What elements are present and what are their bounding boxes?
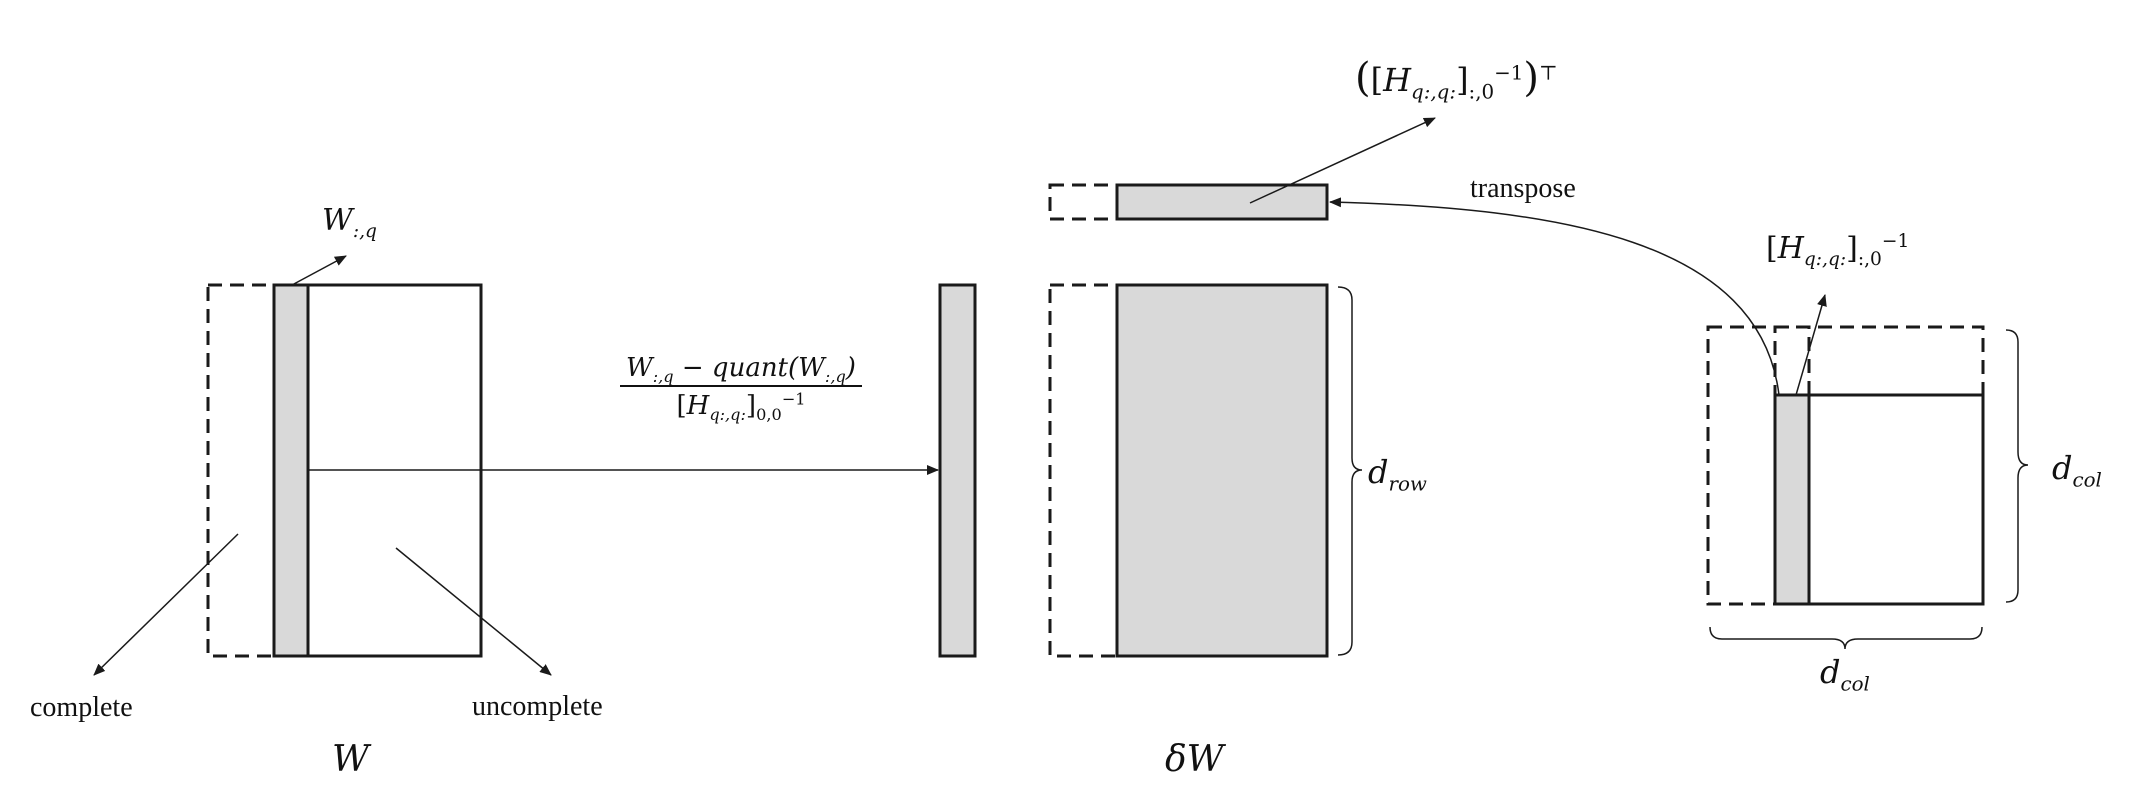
d-row-label: drow — [1368, 453, 1427, 494]
num-w-sub: :,q — [652, 367, 674, 387]
d-col-right-base: d — [2052, 449, 2073, 487]
hinvT-outer-close: ) — [1523, 55, 1539, 101]
hinv-h: H — [1777, 231, 1804, 266]
w-complete-region — [206, 283, 276, 658]
hinvT-h: H — [1383, 61, 1411, 99]
num-inner-sub: :,q — [824, 367, 846, 387]
w-col-sub: :,q — [352, 221, 377, 242]
hinvT-close: ] — [1456, 61, 1469, 99]
row-vector-dashed — [1048, 183, 1119, 221]
h-inverse-transposed-label: ([Hq:,q:]:,0−1)⊤ — [1355, 55, 1558, 102]
w-matrix — [206, 283, 483, 658]
hinvT-sub: :,0 — [1468, 80, 1495, 104]
h-col-pointer-arrow — [1795, 294, 1827, 396]
delta-w-dashed-region — [1048, 283, 1119, 658]
h-submatrix — [1807, 393, 1985, 606]
den-open: [ — [676, 391, 687, 421]
den-sup: −1 — [781, 389, 806, 409]
row-vector-pointer-arrow — [1249, 117, 1436, 204]
w-matrix-label: W — [332, 739, 370, 780]
den-sub: 0,0 — [756, 405, 782, 425]
hinv-sup: −1 — [1881, 231, 1910, 252]
d-col-right-brace — [2005, 329, 2029, 603]
d-col-right-sub: col — [2072, 468, 2102, 492]
num-inner-w: W — [798, 353, 825, 383]
w-col-pointer-arrow — [291, 255, 347, 286]
h-current-column — [1773, 393, 1811, 606]
hinvT-open: [ — [1370, 61, 1384, 99]
hinvT-outer-open: ( — [1355, 55, 1371, 101]
d-row-base: d — [1368, 453, 1389, 491]
d-col-bottom-base: d — [1820, 653, 1841, 691]
transpose-curve-arrow — [1329, 197, 1780, 396]
delta-w-filled-region — [1115, 283, 1329, 658]
w-current-column — [272, 283, 310, 658]
row-vector-filled — [1115, 183, 1329, 221]
w-col-base: W — [322, 203, 353, 238]
uncomplete-pointer-arrow — [395, 547, 552, 676]
num-w: W — [626, 353, 653, 383]
hinv-open: [ — [1766, 231, 1778, 266]
error-column — [938, 283, 977, 658]
h-inverse-column-label: [Hq:,q:]:,0−1 — [1766, 231, 1910, 269]
den-h: H — [686, 391, 710, 421]
hinvT-T: ⊤ — [1539, 61, 1558, 85]
h-inverse-matrix — [1706, 325, 1985, 606]
d-col-bottom-brace — [1709, 626, 1983, 650]
w-column-label: W:,q — [322, 203, 377, 241]
hinvT-h-sub: q:,q: — [1411, 80, 1457, 104]
d-row-sub: row — [1388, 472, 1427, 496]
delta-w-label: δW — [1165, 739, 1224, 780]
update-denominator: [Hq:,q:]0,0−1 — [620, 387, 862, 423]
hinv-h-sub: q:,q: — [1803, 249, 1847, 270]
d-row-brace — [1337, 286, 1363, 656]
update-formula: W:,q − quant(W:,q) [Hq:,q:]0,0−1 — [620, 355, 862, 423]
complete-label: complete — [30, 692, 133, 723]
hinvT-sup: −1 — [1494, 61, 1524, 85]
update-numerator: W:,q − quant(W:,q) — [620, 355, 862, 387]
d-col-bottom-label: dcol — [1820, 653, 1870, 694]
num-close: ) — [845, 353, 856, 383]
num-op: − quant( — [673, 353, 799, 383]
delta-w-matrix — [1048, 283, 1329, 658]
d-col-bottom-sub: col — [1840, 672, 1870, 696]
den-h-sub: q:,q: — [709, 405, 746, 425]
h-top-left-dashed — [1773, 325, 1811, 397]
den-close: ] — [745, 391, 757, 421]
complete-pointer-arrow — [93, 533, 239, 676]
transpose-label: transpose — [1470, 173, 1576, 204]
h-inverse-row-vector — [1048, 183, 1329, 221]
hinv-close: ] — [1846, 231, 1858, 266]
uncomplete-label: uncomplete — [472, 691, 603, 722]
hinv-sub: :,0 — [1857, 249, 1882, 270]
d-col-right-label: dcol — [2052, 449, 2102, 490]
